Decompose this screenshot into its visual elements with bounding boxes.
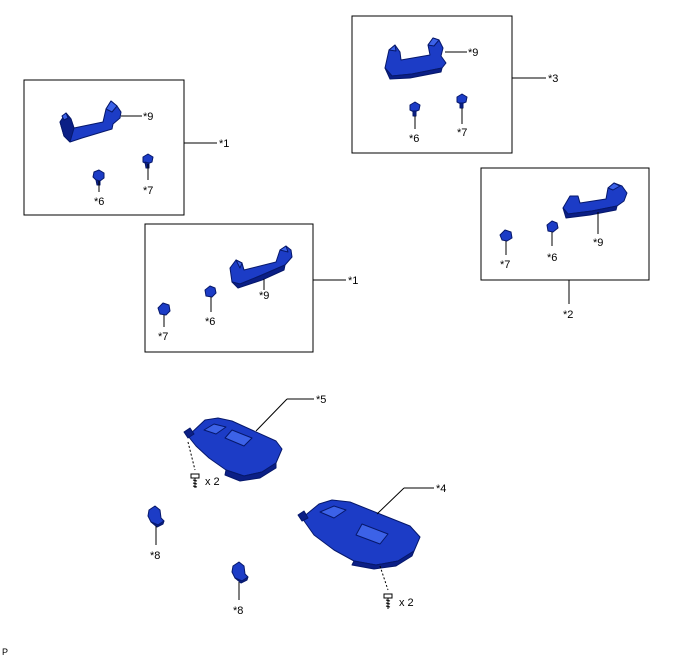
sun-visor-rh: *4 x 2	[297, 483, 446, 609]
clip-icon	[157, 302, 171, 316]
group-frame	[144, 223, 314, 353]
visor-holder-icon	[147, 505, 165, 528]
group-frame	[23, 79, 185, 216]
clip-icon	[499, 229, 513, 242]
screw-icon	[190, 473, 200, 488]
clip-icon	[142, 153, 154, 169]
assist-grip-group-front-right: *9 *6 *7 *3	[351, 15, 558, 154]
label-holder: *8	[233, 605, 243, 617]
screw-icon	[383, 593, 393, 609]
label-visor-lh: *5	[316, 394, 326, 406]
assist-grip-group-rear-right: *9 *6 *7 *2	[480, 167, 650, 321]
assist-grip-icon	[229, 245, 293, 289]
label-cover: *6	[547, 252, 557, 264]
label-clip: *7	[143, 185, 153, 197]
footer-code: P	[2, 647, 8, 657]
assist-grip-group-rear-left: *9 *6 *7 *1	[144, 223, 358, 353]
label-screw-qty: x 2	[205, 476, 220, 488]
assist-grip-icon	[384, 37, 447, 80]
assist-grip-group-front-left: *9 *6 *7 *1	[23, 79, 229, 216]
label-visor-rh: *4	[436, 483, 446, 495]
label-assist-grip-front-left: *1	[219, 138, 229, 150]
label-cover: *6	[205, 316, 215, 328]
label-handle: *9	[259, 290, 269, 302]
label-handle: *9	[468, 47, 478, 59]
sun-visor-lh: *5 x 2	[183, 394, 326, 488]
label-cover: *6	[94, 196, 104, 208]
visor-holder-left: *8	[147, 505, 165, 562]
visor-holder-icon	[231, 561, 249, 584]
sun-visor-icon	[297, 499, 421, 570]
label-handle: *9	[593, 237, 603, 249]
assist-grip-icon	[562, 182, 628, 219]
label-holder: *8	[150, 550, 160, 562]
label-clip: *7	[500, 259, 510, 271]
assist-grip-icon	[59, 100, 122, 143]
label-screw-qty: x 2	[399, 597, 414, 609]
clip-icon	[204, 285, 217, 298]
label-clip: *7	[158, 331, 168, 343]
label-clip: *7	[457, 127, 467, 139]
label-cover: *6	[409, 133, 419, 145]
clip-icon	[546, 220, 559, 233]
clip-icon	[456, 93, 468, 109]
label-assist-grip-front-right: *3	[548, 73, 558, 85]
group-frame	[351, 15, 513, 154]
label-assist-grip-rear-left: *1	[348, 275, 358, 287]
label-assist-grip-rear-right: *2	[563, 309, 573, 321]
visor-holder-right: *8	[231, 561, 249, 617]
clip-icon	[409, 101, 421, 117]
sun-visor-icon	[183, 417, 283, 482]
label-handle: *9	[143, 111, 153, 123]
group-frame	[480, 167, 650, 281]
